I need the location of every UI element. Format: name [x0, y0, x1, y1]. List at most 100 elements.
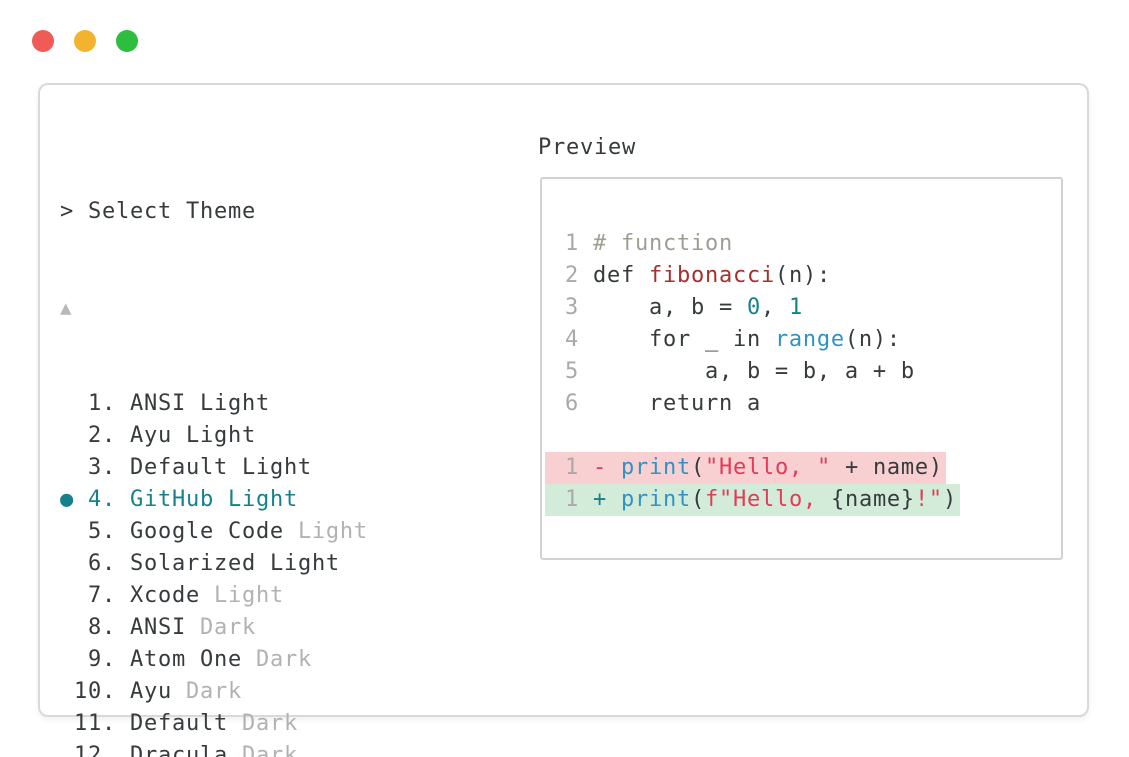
minimize-button[interactable]	[74, 30, 96, 52]
diff-line-added: 1 + print(f"Hello, {name}!")	[542, 484, 1061, 516]
theme-number: 8.	[74, 615, 130, 640]
code-token: (n):	[844, 327, 901, 352]
code-token: range	[774, 327, 845, 352]
marker-spacer	[60, 583, 74, 608]
line-number: 1	[565, 455, 593, 480]
theme-name: ANSI	[129, 391, 186, 416]
code-line: 2 def fibonacci(n):	[542, 260, 1061, 292]
theme-variant: Light	[227, 487, 298, 512]
theme-number: 1.	[74, 391, 130, 416]
theme-item-ansi-light[interactable]: 1. ANSI Light	[60, 388, 520, 420]
theme-number: 2.	[74, 423, 130, 448]
code-token: "Hello, "	[704, 455, 831, 480]
theme-name: ANSI	[129, 615, 186, 640]
theme-variant: Light	[213, 583, 284, 608]
code-token: +	[593, 487, 621, 512]
diff-line-removed: 1 - print("Hello, " + name)	[542, 452, 1061, 484]
theme-item-github-light[interactable]: ● 4. GitHub Light	[60, 484, 520, 516]
picker-title-row: > Select Theme	[60, 196, 520, 228]
line-number: 2	[565, 263, 593, 288]
theme-number: 12.	[74, 743, 130, 757]
code-token: f"Hello,	[704, 487, 831, 512]
theme-selector: > Select Theme ▲ 1. ANSI Light 2. Ayu Li…	[60, 132, 520, 757]
theme-number: 7.	[74, 583, 130, 608]
code-token: (n):	[774, 263, 831, 288]
theme-number: 11.	[74, 711, 130, 736]
theme-name: Atom One	[129, 647, 242, 672]
code-token: )	[942, 487, 957, 512]
zoom-button[interactable]	[116, 30, 138, 52]
diff-highlight-added: 1 + print(f"Hello, {name}!")	[545, 484, 960, 516]
code-line: 6 return a	[542, 388, 1061, 420]
code-token: ,	[760, 295, 789, 320]
theme-variant: Dark	[255, 647, 312, 672]
code-token: 0	[746, 295, 761, 320]
marker-spacer	[60, 679, 74, 704]
theme-list: 1. ANSI Light 2. Ayu Light 3. Default Li…	[60, 388, 520, 757]
marker-spacer	[60, 647, 74, 672]
code-token: print	[621, 487, 691, 512]
code-token: !"	[914, 487, 943, 512]
code-token: # function	[593, 231, 733, 256]
code-token: -	[593, 455, 621, 480]
code-line: 4 for _ in range(n):	[542, 324, 1061, 356]
code-token: print	[621, 455, 691, 480]
theme-variant: Dark	[199, 615, 256, 640]
line-number: 1	[565, 487, 593, 512]
theme-variant: Dark	[185, 679, 242, 704]
theme-item-ansi-dark[interactable]: 8. ANSI Dark	[60, 612, 520, 644]
scroll-up-icon[interactable]: ▲	[60, 297, 73, 319]
theme-variant: Light	[199, 391, 270, 416]
code-token: for _ in	[593, 327, 775, 352]
code-token: {name}	[830, 487, 915, 512]
theme-item-default-light[interactable]: 3. Default Light	[60, 452, 520, 484]
code-token: + name)	[830, 455, 943, 480]
line-number: 3	[565, 295, 593, 320]
theme-item-solarized-light[interactable]: 6. Solarized Light	[60, 548, 520, 580]
prompt-icon: >	[60, 199, 74, 224]
code-token: return a	[593, 391, 761, 416]
theme-variant: Light	[185, 423, 256, 448]
close-button[interactable]	[32, 30, 54, 52]
theme-number: 4.	[74, 487, 130, 512]
theme-item-ayu-dark[interactable]: 10. Ayu Dark	[60, 676, 520, 708]
code-token: (	[690, 455, 705, 480]
theme-name: Default	[129, 455, 228, 480]
theme-number: 6.	[74, 551, 130, 576]
code-line: 1 # function	[542, 228, 1061, 260]
theme-item-ayu-light[interactable]: 2. Ayu Light	[60, 420, 520, 452]
theme-name: Solarized	[129, 551, 256, 576]
theme-number: 3.	[74, 455, 130, 480]
theme-name: Ayu	[129, 423, 172, 448]
theme-name: Dracula	[129, 743, 228, 757]
code-token: (	[690, 487, 705, 512]
theme-variant: Dark	[241, 743, 298, 757]
theme-variant: Light	[241, 455, 312, 480]
window-controls	[32, 30, 138, 52]
theme-name: GitHub	[129, 487, 214, 512]
theme-variant: Dark	[241, 711, 298, 736]
theme-number: 9.	[74, 647, 130, 672]
line-number: 6	[565, 391, 593, 416]
theme-item-google-code-light[interactable]: 5. Google Code Light	[60, 516, 520, 548]
line-number: 4	[565, 327, 593, 352]
code-token: a, b =	[593, 295, 747, 320]
theme-item-dracula-dark[interactable]: 12. Dracula Dark	[60, 740, 520, 757]
theme-picker-panel: > Select Theme ▲ 1. ANSI Light 2. Ayu Li…	[38, 83, 1089, 757]
theme-name: Default	[129, 711, 228, 736]
diff-highlight-removed: 1 - print("Hello, " + name)	[545, 452, 946, 484]
preview-title: Preview	[538, 135, 636, 160]
theme-name: Google Code	[129, 519, 284, 544]
selected-marker-icon: ●	[60, 487, 74, 512]
theme-item-default-dark[interactable]: 11. Default Dark	[60, 708, 520, 740]
line-number: 1	[565, 231, 593, 256]
theme-item-atom-one-dark[interactable]: 9. Atom One Dark	[60, 644, 520, 676]
marker-spacer	[60, 743, 74, 757]
code-token: fibonacci	[648, 263, 775, 288]
marker-spacer	[60, 391, 74, 416]
marker-spacer	[60, 551, 74, 576]
line-number: 5	[565, 359, 593, 384]
theme-variant: Light	[297, 519, 368, 544]
theme-item-xcode-light[interactable]: 7. Xcode Light	[60, 580, 520, 612]
